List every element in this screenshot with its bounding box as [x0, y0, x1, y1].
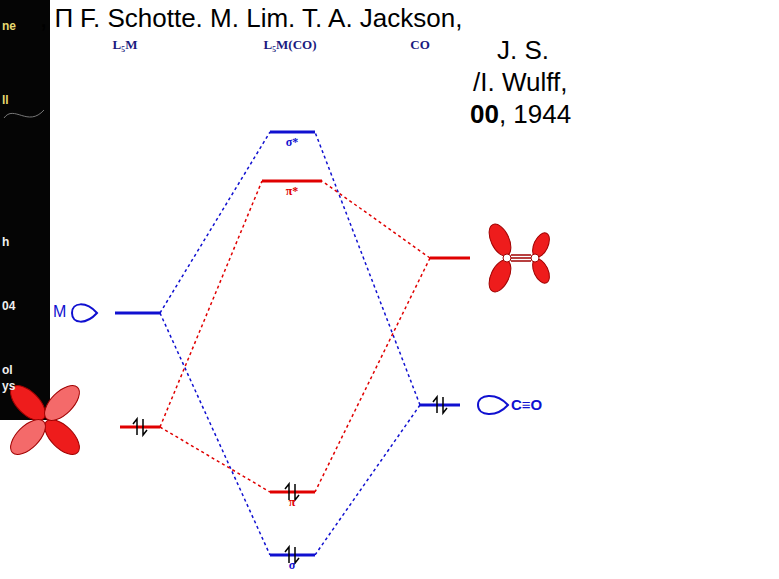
cropped-text: h — [2, 236, 9, 250]
molecule-label: C≡O — [511, 396, 542, 413]
citation-text: , 1944 — [499, 100, 571, 130]
orbital-label: σ — [289, 559, 296, 573]
energy-level — [270, 131, 315, 134]
citation-text: J. S. — [497, 36, 549, 66]
correlation-line — [315, 132, 420, 405]
electron-up — [433, 397, 437, 413]
correlation-line — [315, 405, 420, 555]
energy-level — [115, 312, 160, 315]
cropped-text: ll — [2, 94, 9, 108]
citation-text: /I. Wulff, — [473, 68, 567, 98]
cropped-text: ol — [2, 364, 13, 378]
orbital-label: π* — [286, 185, 299, 199]
column-header: CO — [410, 38, 430, 53]
column-header: L₅M(CO) — [264, 38, 317, 53]
cropped-text: 04 — [2, 300, 15, 314]
correlation-line — [315, 258, 430, 492]
orbital-label: π — [289, 496, 296, 510]
citation-text: , Π — [40, 4, 73, 34]
metal-lobe — [72, 304, 97, 321]
electron-down — [295, 547, 299, 563]
d-orbital — [5, 380, 86, 461]
correlation-line — [160, 427, 270, 492]
slide-panel — [0, 0, 50, 420]
energy-level — [262, 180, 322, 183]
electron-down — [143, 419, 147, 435]
co-sigma-lobe — [478, 396, 508, 414]
correlation-line — [322, 181, 430, 258]
orbital-label: σ* — [286, 136, 299, 150]
energy-level — [120, 426, 160, 429]
energy-level — [420, 404, 460, 407]
electron-down — [295, 484, 299, 500]
cropped-text: ne — [2, 20, 16, 34]
correlation-line — [160, 181, 262, 427]
energy-level — [270, 491, 315, 494]
energy-level — [270, 554, 315, 557]
correlation-line — [160, 313, 270, 555]
energy-level — [430, 257, 470, 260]
citation-text: 00 — [470, 100, 499, 130]
correlation-line — [160, 132, 270, 313]
electron-up — [285, 547, 289, 563]
co-pi-star-orbital — [485, 221, 553, 295]
electron-up — [285, 484, 289, 500]
citation-text: F. Schotte. M. Lim. T. A. Jackson, — [80, 4, 462, 34]
electron-up — [133, 419, 137, 435]
electron-down — [443, 397, 447, 413]
atom-label: M — [53, 303, 66, 321]
column-header: L₅M — [113, 38, 138, 53]
cropped-text: ys — [2, 380, 15, 394]
panel-curve — [4, 110, 44, 118]
